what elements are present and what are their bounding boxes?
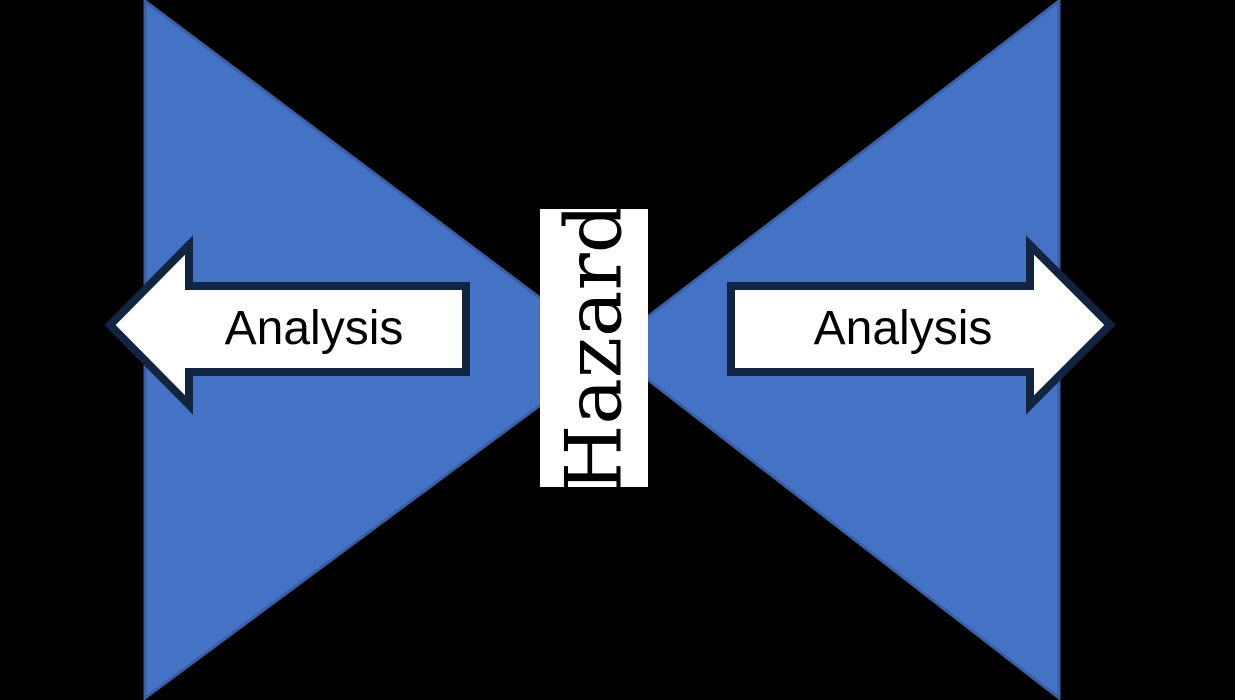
left-analysis-arrow <box>104 235 470 415</box>
left-arrow-label: Analysis <box>225 302 404 355</box>
right-arrow-label: Analysis <box>814 302 993 355</box>
right-analysis-arrow <box>727 235 1116 415</box>
hazard-label-box <box>540 209 648 487</box>
hazard-label: Hazard <box>550 203 640 492</box>
